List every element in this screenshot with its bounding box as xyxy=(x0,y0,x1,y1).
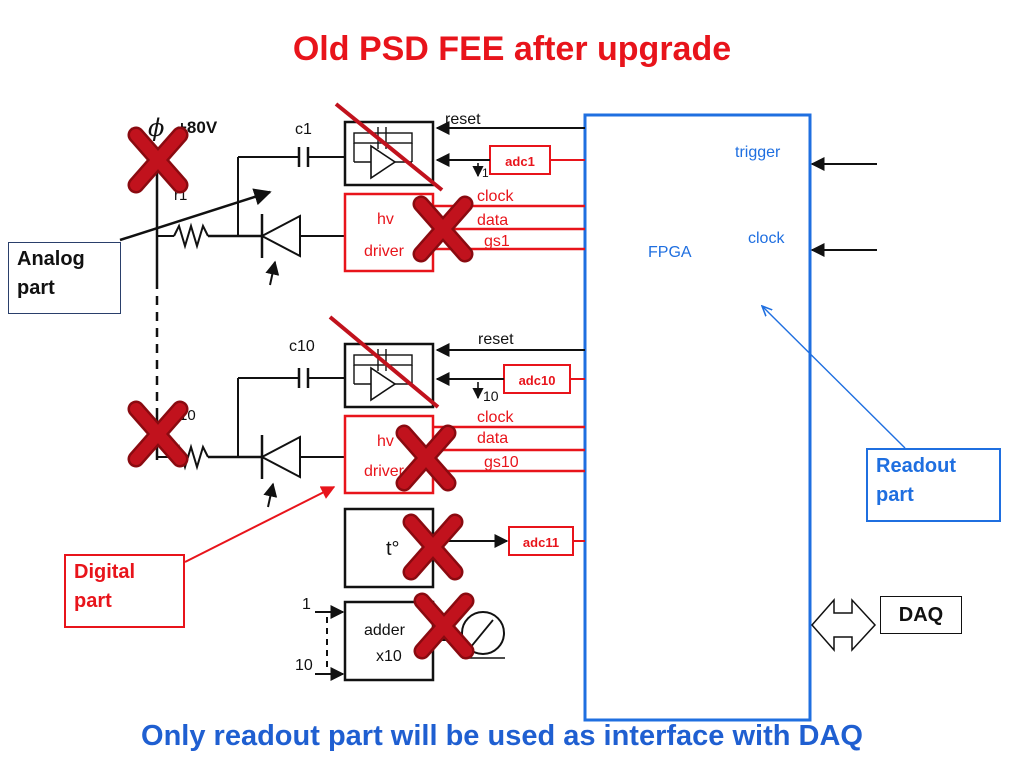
readout-callout-line1: Readout xyxy=(876,455,956,477)
temp-sensor-label: t° xyxy=(386,538,400,560)
fpga-clock-label: clock xyxy=(748,230,785,247)
gs-label-bottom: gs10 xyxy=(484,454,519,471)
adc10-label: adc10 xyxy=(519,373,556,388)
reset-label-bottom: reset xyxy=(478,331,514,348)
cross-hv-driver-bottom xyxy=(395,424,457,492)
ch-number-bottom: 10 xyxy=(483,388,499,404)
r1-resistor xyxy=(173,222,209,250)
digital-part-callout: Digital part xyxy=(64,554,185,628)
integrator-top xyxy=(343,120,435,187)
digital-callout-line1: Digital xyxy=(74,561,136,583)
reset-label-top: reset xyxy=(445,111,481,128)
daq-callout: DAQ xyxy=(880,596,962,634)
analog-pointer xyxy=(119,188,272,242)
gs-label-top: gs1 xyxy=(484,233,510,250)
data-label-bottom: data xyxy=(477,430,508,447)
digital-pointer xyxy=(184,486,336,563)
clock-label-bottom: clock xyxy=(477,409,514,426)
strike-integrator-top xyxy=(334,102,444,192)
analog-callout-line1: Analog xyxy=(17,248,85,270)
hv-driver-bottom-line2: driver xyxy=(364,463,405,480)
strike-integrator-bottom xyxy=(328,315,440,409)
fpga-block xyxy=(583,113,812,722)
cross-adder xyxy=(413,592,475,660)
adder-label-line2: x10 xyxy=(376,648,402,665)
photodiode-bottom xyxy=(259,435,301,479)
adc1-label: adc1 xyxy=(505,154,535,169)
fpga-trigger-label: trigger xyxy=(735,144,781,161)
clock-label-top: clock xyxy=(477,188,514,205)
cross-hv-driver-top xyxy=(412,195,474,263)
digital-callout-line2: part xyxy=(74,590,112,612)
ch-number-top: 1 xyxy=(482,166,489,180)
readout-callout-line2: part xyxy=(876,484,914,506)
adder-box xyxy=(343,600,435,682)
cross-hv-supply xyxy=(127,126,189,194)
c1-label: c1 xyxy=(295,121,312,138)
hv-driver-top-line2: driver xyxy=(364,243,405,260)
adder-input-1-label: 1 xyxy=(302,596,311,613)
daq-label: DAQ xyxy=(898,604,944,626)
adc11-label: adc11 xyxy=(523,535,559,550)
photodiode-top xyxy=(259,214,301,258)
footer-caption: Only readout part will be used as interf… xyxy=(141,720,863,752)
phi-symbol: ϕ xyxy=(148,114,164,142)
analog-part-callout: Analog part xyxy=(8,242,121,314)
daq-double-arrow xyxy=(811,598,877,652)
cross-r10 xyxy=(127,400,189,468)
cross-temp-sensor xyxy=(402,513,464,581)
adder-input-10-label: 10 xyxy=(295,657,313,674)
fpga-label: FPGA xyxy=(648,244,692,261)
integrator-bottom xyxy=(343,342,435,409)
adc11-box xyxy=(508,526,574,556)
readout-part-callout: Readout part xyxy=(866,448,1001,522)
c10-label: c10 xyxy=(289,338,315,355)
hv-driver-top-line1: hv xyxy=(377,211,394,228)
analog-callout-line2: part xyxy=(17,277,55,299)
data-label-top: data xyxy=(477,212,508,229)
readout-pointer-line xyxy=(762,306,906,449)
slide-title: Old PSD FEE after upgrade xyxy=(292,30,732,68)
hv-driver-bottom-line1: hv xyxy=(377,433,394,450)
adder-label-line1: adder xyxy=(364,622,406,639)
